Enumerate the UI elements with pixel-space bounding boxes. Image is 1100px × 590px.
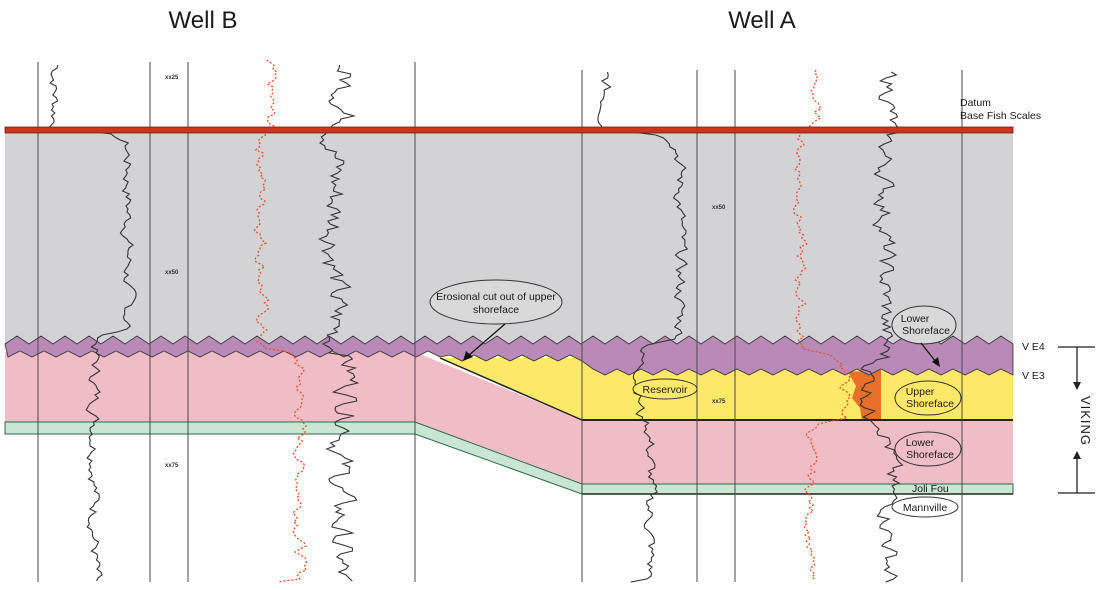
- mannville-bubble: [891, 496, 959, 518]
- strata-layers: [4, 131, 1014, 495]
- mannville-callout: Mannville: [891, 496, 959, 518]
- upper-shoreface-line2: Shoreface: [906, 398, 954, 410]
- well-b-red-curve: [253, 59, 308, 583]
- datum-line: [4, 126, 1014, 134]
- joli-fou-label: Joli Fou: [912, 483, 949, 495]
- well-b-title: Well B: [169, 7, 238, 34]
- lower-shoreface-upper-line1: Lower: [901, 313, 930, 325]
- well-a-resistivity-curve: [859, 71, 904, 583]
- erosional-arrow-head: [463, 351, 473, 361]
- ve4-marker-label: V E4: [1022, 341, 1045, 353]
- lower-shoreface-upper-line2: Shoreface: [902, 325, 950, 337]
- erosional-callout-line2: shoreface: [473, 304, 519, 316]
- erosional-arrow-line: [467, 323, 506, 357]
- depth-tick-b-mid: xx50: [165, 270, 179, 276]
- well-a-title: Well A: [728, 7, 796, 34]
- viking-interval-bracket: [1058, 346, 1095, 494]
- viking-label: VIKING: [1078, 396, 1093, 446]
- reservoir-bubble: [632, 378, 698, 400]
- lower-shoreface-upper-callout: Lower Shoreface: [891, 305, 957, 367]
- datum-label: Datum: [960, 97, 991, 109]
- erosional-callout-line1: Erosional cut out of upper: [436, 291, 556, 303]
- lower-shoreface-unit: [5, 352, 1013, 484]
- depth-tick-b-top: xx25: [165, 75, 179, 81]
- gray-shale-unit: [5, 131, 1013, 347]
- reservoir-label: Reservoir: [643, 384, 688, 396]
- upper-shoreface-callout: Upper Shoreface: [894, 380, 962, 416]
- lower-shoreface-line1: Lower: [906, 437, 935, 449]
- depth-tick-a-bottom: xx75: [712, 399, 726, 405]
- upper-shoreface-line1: Upper: [906, 386, 935, 398]
- depth-tick-b-bottom: xx75: [165, 463, 179, 469]
- upper-shoreface-bubble: [894, 380, 962, 416]
- depth-tick-a-mid: xx50: [712, 205, 726, 211]
- viking-up-arrow: [1073, 451, 1081, 459]
- viking-down-arrow: [1073, 382, 1081, 390]
- erosional-callout-bubble: [429, 279, 563, 325]
- track-lines: [37, 62, 963, 582]
- lower-shoreface-bubble: [894, 431, 962, 467]
- lower-shoreface-upper-bubble: [891, 305, 957, 345]
- lower-shoreface-arrow-line: [920, 342, 937, 363]
- erosional-callout: Erosional cut out of upper shoreface: [429, 279, 563, 361]
- well-b-gamma-curve: [47, 64, 137, 582]
- lower-shoreface-callout: Lower Shoreface: [894, 431, 962, 467]
- datum-sub-label: Base Fish Scales: [960, 110, 1041, 122]
- well-a-red-curve: [793, 69, 852, 581]
- log-curves: [47, 59, 904, 583]
- orange-zone: [848, 370, 881, 420]
- reservoir-slope-line: [439, 357, 583, 421]
- ve3-marker-label: V E3: [1022, 370, 1045, 382]
- lower-shoreface-arrow-head: [932, 357, 940, 367]
- well-a-gamma-curve: [597, 71, 689, 583]
- lower-shoreface-line2: Shoreface: [906, 449, 954, 461]
- well-b-resistivity-curve: [318, 64, 360, 582]
- mannville-label: Mannville: [903, 502, 948, 514]
- reservoir-callout: Reservoir: [632, 378, 698, 400]
